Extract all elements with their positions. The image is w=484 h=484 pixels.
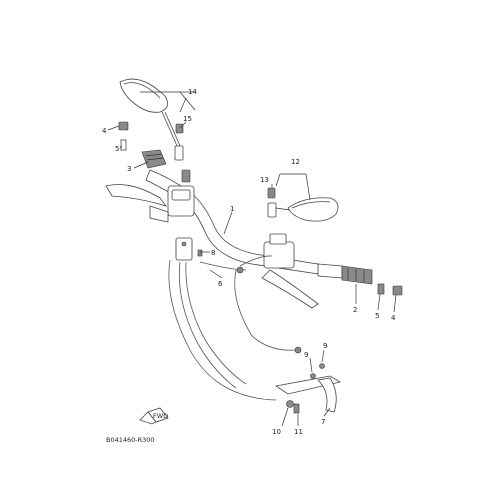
cables (168, 255, 302, 401)
left-lower-switch (175, 237, 203, 261)
callout-2: 2 (353, 306, 357, 314)
fwd-label: FWD (153, 412, 168, 420)
callout-15: 15 (183, 115, 192, 123)
callout-5-left: 5 (115, 145, 119, 153)
callout-6: 6 (218, 280, 223, 288)
callout-11: 11 (294, 428, 303, 436)
callout-4-right: 4 (391, 314, 396, 322)
callout-4-left: 4 (102, 127, 107, 135)
callout-3: 3 (127, 165, 131, 173)
callout-7: 7 (321, 418, 325, 426)
right-mirror (267, 197, 339, 222)
callout-12: 12 (291, 158, 300, 166)
left-control-assembly (105, 169, 195, 223)
right-grip (317, 263, 403, 296)
fwd-arrow: FWD (139, 407, 169, 425)
callout-14: 14 (188, 88, 197, 96)
callout-8: 8 (211, 249, 215, 257)
callout-13: 13 (260, 176, 269, 184)
left-mirror (119, 78, 184, 161)
callout-10: 10 (272, 428, 281, 436)
callout-9-left: 9 (304, 351, 308, 359)
left-small-parts (118, 121, 184, 151)
callouts: 14 15 4 5 3 1 12 13 8 6 2 5 4 9 9 7 10 1… (102, 88, 396, 436)
diagram-code: B041460-R300 (106, 436, 155, 444)
callout-5-right: 5 (375, 312, 379, 320)
callout-9-right: 9 (323, 342, 327, 350)
leader-lines (107, 91, 397, 427)
lever-bracket (274, 363, 342, 414)
right-control-assembly (261, 187, 319, 309)
callout-1: 1 (230, 205, 234, 213)
left-grip (141, 149, 167, 169)
